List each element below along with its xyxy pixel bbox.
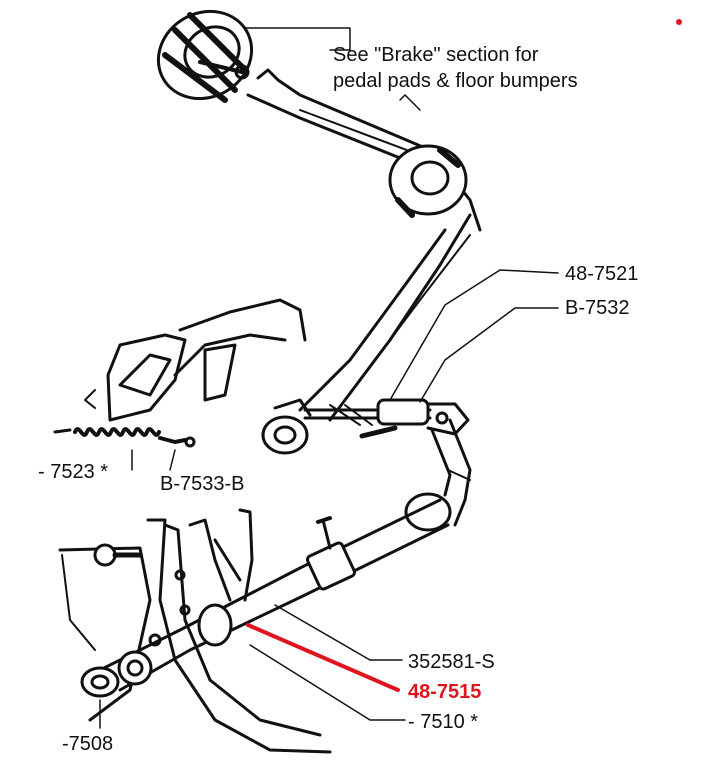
- leader-7510: [249, 644, 406, 721]
- red-dot-marker: [676, 19, 682, 25]
- release-lever-illustration: [404, 418, 472, 532]
- housing-illustration: [58, 508, 332, 754]
- part-label-b-7532: B-7532: [565, 297, 630, 319]
- leader-48-7515: [246, 623, 400, 692]
- leader-48-7521: [389, 269, 559, 401]
- pedal-arm-illustration: [246, 68, 482, 455]
- leader-b-7533-b: [169, 449, 176, 471]
- leader-352581-s: [274, 604, 403, 661]
- part-label-7508: -7508: [62, 733, 114, 755]
- leader-note: [244, 27, 351, 51]
- inspection-plate-illustration: [84, 298, 307, 422]
- return-spring-illustration: [53, 427, 196, 448]
- part-label-48-7515: 48-7515: [408, 681, 482, 703]
- part-label-48-7521: 48-7521: [565, 263, 639, 285]
- brake-section-note: See "Brake" section for pedal pads & flo…: [333, 42, 578, 94]
- note-line-1: See "Brake" section for: [333, 44, 539, 66]
- note-line-2: pedal pads & floor bumpers: [333, 70, 578, 92]
- part-label-7523: - 7523 *: [38, 461, 109, 483]
- part-label-7510: - 7510 *: [408, 711, 479, 733]
- leader-note-2: [399, 94, 421, 111]
- part-label-b-7533-b: B-7533-B: [160, 473, 245, 495]
- leader-lines: [99, 27, 559, 729]
- adjusting-rod-illustration: [303, 398, 470, 439]
- pedal-pad-illustration: [156, 9, 254, 103]
- leader-b-7532: [419, 307, 559, 403]
- part-label-352581-s: 352581-S: [408, 651, 495, 673]
